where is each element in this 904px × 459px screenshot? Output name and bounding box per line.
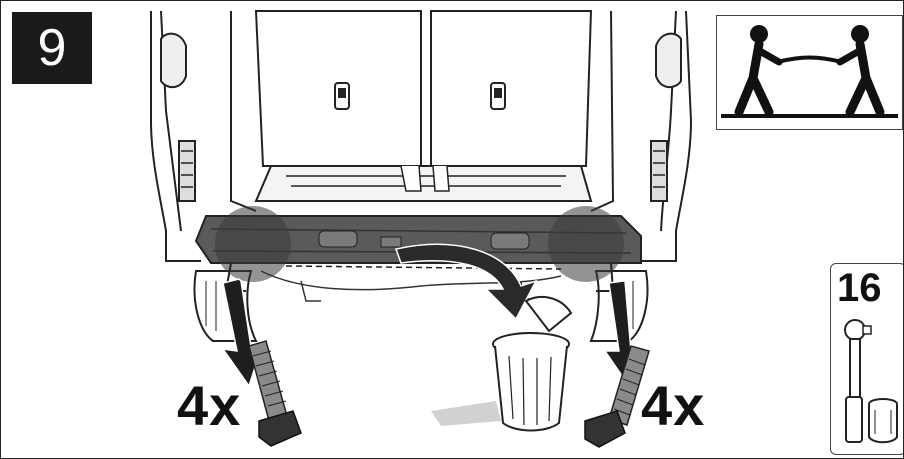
vehicle-body [150, 10, 693, 262]
bumper-crossmember [194, 206, 642, 292]
tool-size-label: 16 [837, 266, 882, 310]
right-bolt-quantity: 4x [641, 374, 706, 437]
bolt-icon [221, 278, 302, 447]
two-person-lift-panel [716, 15, 903, 130]
rear-wheels [193, 270, 649, 342]
step-number-badge: 9 [12, 12, 92, 84]
two-person-lift-icon [721, 25, 898, 118]
bolt-icon [584, 280, 650, 448]
rear-doors [254, 10, 593, 202]
socket-wrench-icon [844, 319, 898, 444]
left-bolt-quantity: 4x [177, 374, 242, 437]
trash-can-icon [431, 296, 573, 432]
tool-panel: 16 [830, 263, 903, 455]
